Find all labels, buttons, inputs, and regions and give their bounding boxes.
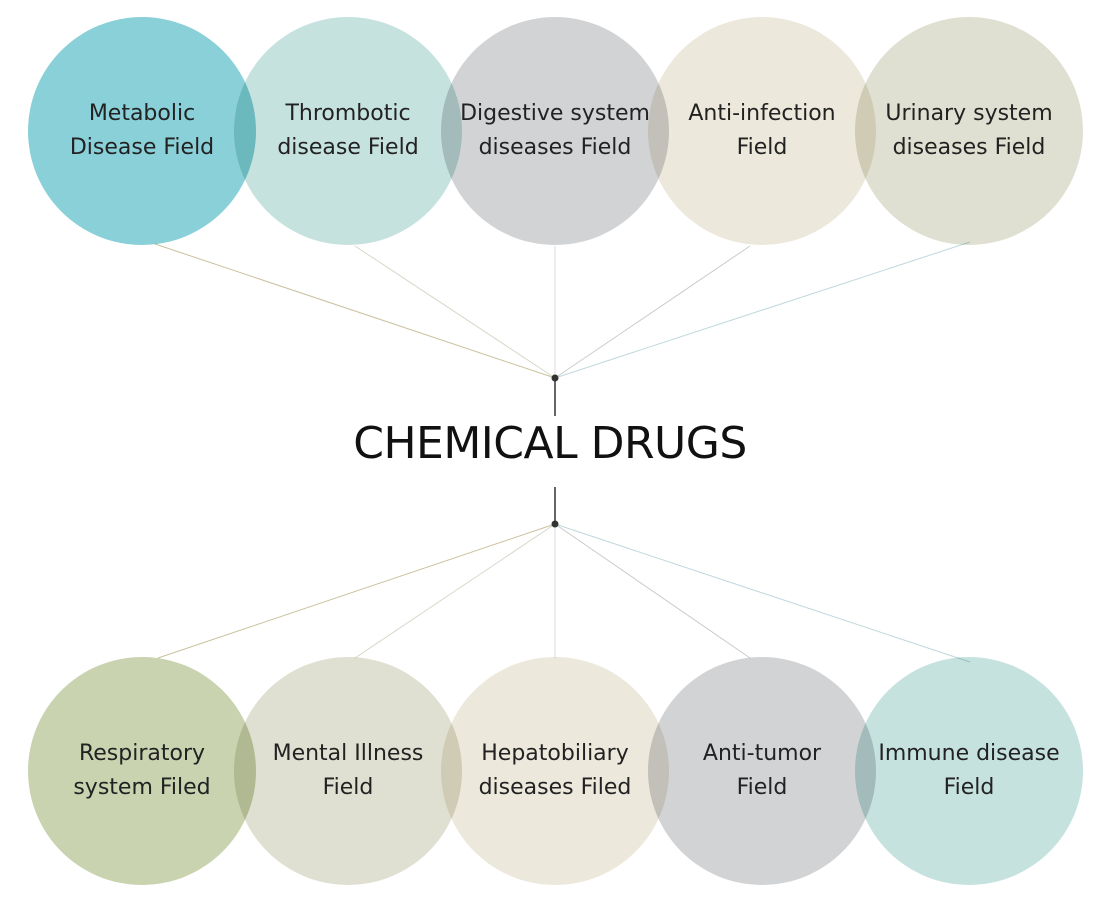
field-label-line-1: Mental Illness [272,741,424,766]
top-hub-dot [551,374,559,382]
field-label-line-2: Field [736,135,788,160]
field-label-line-1: Anti-tumor [702,741,822,766]
field-label: Urinary system diseases Field [869,97,1069,165]
bottom-field-circle-0: Respiratory system Filed [28,657,256,885]
diagram-title: CHEMICAL DRUGS [353,418,747,469]
bottom-connector-1 [354,523,556,659]
field-label-line-1: Immune disease [878,741,1060,766]
field-label-line-2: system Filed [73,775,211,800]
field-label-line-2: disease Field [277,135,419,160]
top-field-circle-2: Digestive system diseases Field [441,17,669,245]
field-label-line-1: Urinary system [885,101,1053,126]
field-label-line-2: Field [322,775,374,800]
field-label-line-1: Thrombotic [285,101,411,126]
top-field-circle-4: Urinary system diseases Field [855,17,1083,245]
field-label: Respiratory system Filed [42,737,242,805]
field-label-line-2: diseases Field [892,135,1046,160]
bottom-hub-dot [551,520,559,528]
field-label: Thrombotic disease Field [248,97,448,165]
field-label-line-2: Field [943,775,995,800]
top-connector-3 [554,245,751,379]
field-label-line-1: Digestive system [460,101,650,126]
field-label: Hepatobiliary diseases Filed [455,737,655,805]
bottom-connector-0 [157,523,556,659]
field-label-line-1: Respiratory [78,741,206,766]
field-label: Digestive system diseases Field [455,97,655,165]
bottom-connector-3 [554,523,751,659]
field-label-line-2: Disease Field [69,135,215,160]
field-label-line-1: Metabolic [88,101,196,126]
bottom-field-circle-2: Hepatobiliary diseases Filed [441,657,669,885]
top-connector-1 [354,245,556,379]
top-field-circle-1: Thrombotic disease Field [234,17,462,245]
top-connector-0 [154,243,556,379]
top-connector-4 [554,241,971,379]
field-label-line-2: diseases Field [478,135,632,160]
field-label-line-2: Field [736,775,788,800]
field-label-line-1: Hepatobiliary [481,741,629,766]
field-label-line-1: Anti-infection [688,101,836,126]
field-label-line-2: diseases Filed [478,775,632,800]
bottom-connector-4 [554,523,971,663]
